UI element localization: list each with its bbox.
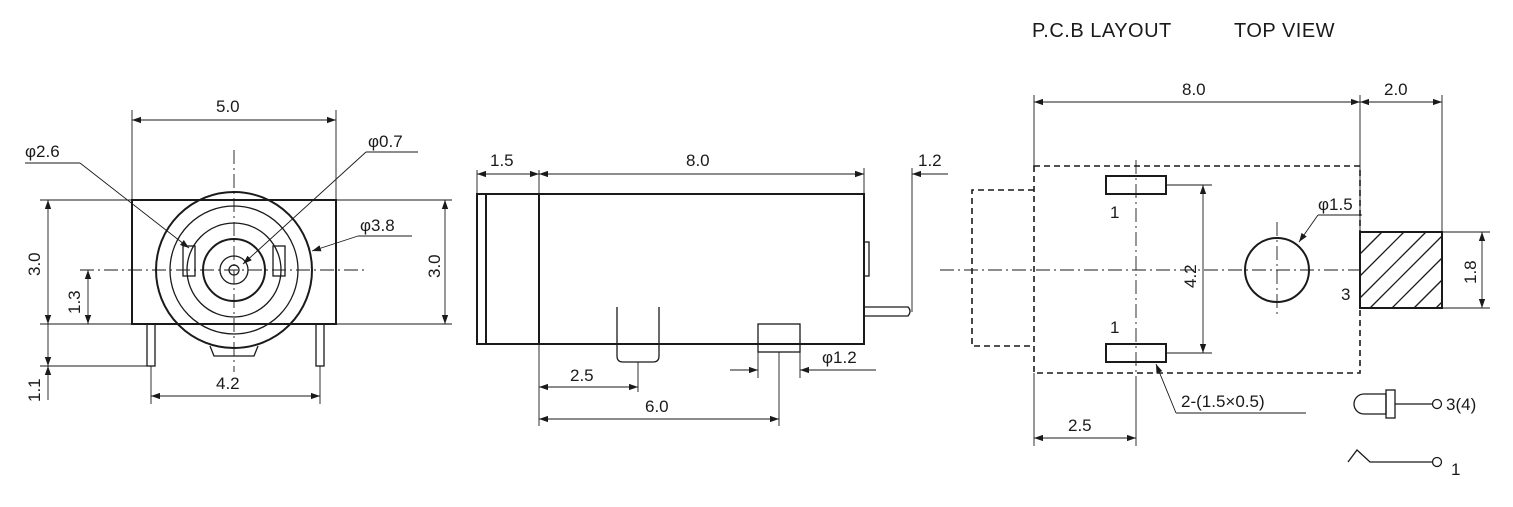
side-body-length-dim: 8.0: [686, 151, 710, 170]
side-pin-left: [616, 307, 660, 363]
legend-pin3-label: 3(4): [1446, 395, 1476, 414]
side-pin-offset-dim: 2.5: [570, 366, 594, 385]
side-tail-dim: 1.2: [918, 151, 942, 170]
front-contact-right: [272, 245, 286, 277]
pcb-hole-dia-label: φ1.5: [1318, 195, 1353, 214]
side-pin-dia-dim: φ1.2: [822, 348, 857, 367]
pcb-body-outline: [1033, 165, 1361, 374]
pcb-view: 8.0 2.0 4.2 1.8 2.5 φ1.5 2-(1.5×0.5) 1 1…: [940, 80, 1490, 479]
front-contact-left: [182, 245, 196, 277]
front-pin-left: [146, 323, 156, 367]
legend-pin1-terminal: [1431, 456, 1443, 468]
legend-switch-symbol: [1347, 449, 1432, 463]
pcb-head-outline: [971, 189, 1034, 347]
side-pin-span-dim: 6.0: [645, 397, 669, 416]
pcb-length-dim: 8.0: [1182, 80, 1206, 99]
front-pin-length-dim: 1.1: [25, 378, 44, 402]
legend-plug-symbol: [1353, 393, 1387, 415]
side-pin-right-base: [757, 323, 801, 345]
pcb-pad-x-dim: 2.5: [1068, 416, 1092, 435]
front-body-dia-label: φ3.8: [360, 216, 395, 235]
pcb-pad-label-top: 1: [1110, 203, 1119, 222]
pcb-pin3-label: 3: [1341, 285, 1350, 304]
front-center-height-dim: 1.3: [65, 290, 84, 314]
front-height-left-dim: 3.0: [25, 252, 44, 276]
side-tail-terminal: [864, 306, 911, 317]
pcb-layout-title: P.C.B LAYOUT: [1032, 20, 1172, 42]
front-pin-spacing-dim: 4.2: [216, 374, 240, 393]
side-tab: [863, 241, 870, 277]
pcb-pad-pitch-dim: 4.2: [1181, 264, 1200, 288]
side-head-dim: 1.5: [490, 151, 514, 170]
front-hole-small-label: φ2.6: [25, 142, 60, 161]
top-view-title: TOP VIEW: [1234, 20, 1335, 42]
legend-pin1-label: 1: [1451, 460, 1460, 479]
front-pin-hole-label: φ0.7: [368, 132, 403, 151]
pcb-overhang-hatch: [1359, 231, 1443, 309]
pcb-pad-label-bottom: 1: [1110, 318, 1119, 337]
front-view: 5.0 3.0 1.3 1.1 3.0 4.2 φ2.6 φ0.7 φ: [25, 97, 452, 404]
front-width-dim: 5.0: [216, 97, 240, 116]
pcb-overhang-height-dim: 1.8: [1461, 260, 1480, 284]
front-pin-right: [315, 323, 325, 367]
side-pin-right: [757, 343, 801, 353]
pcb-pad-size-label: 2-(1.5×0.5): [1181, 392, 1265, 411]
legend-pin3-terminal: [1431, 398, 1443, 410]
side-view: 1.5 8.0 1.2 2.5 6.0 φ1.2: [476, 151, 948, 426]
side-body: [538, 193, 865, 345]
legend-plug-collar: [1385, 389, 1396, 419]
pcb-overhang-dim: 2.0: [1384, 80, 1408, 99]
front-height-right-dim: 3.0: [425, 254, 444, 278]
